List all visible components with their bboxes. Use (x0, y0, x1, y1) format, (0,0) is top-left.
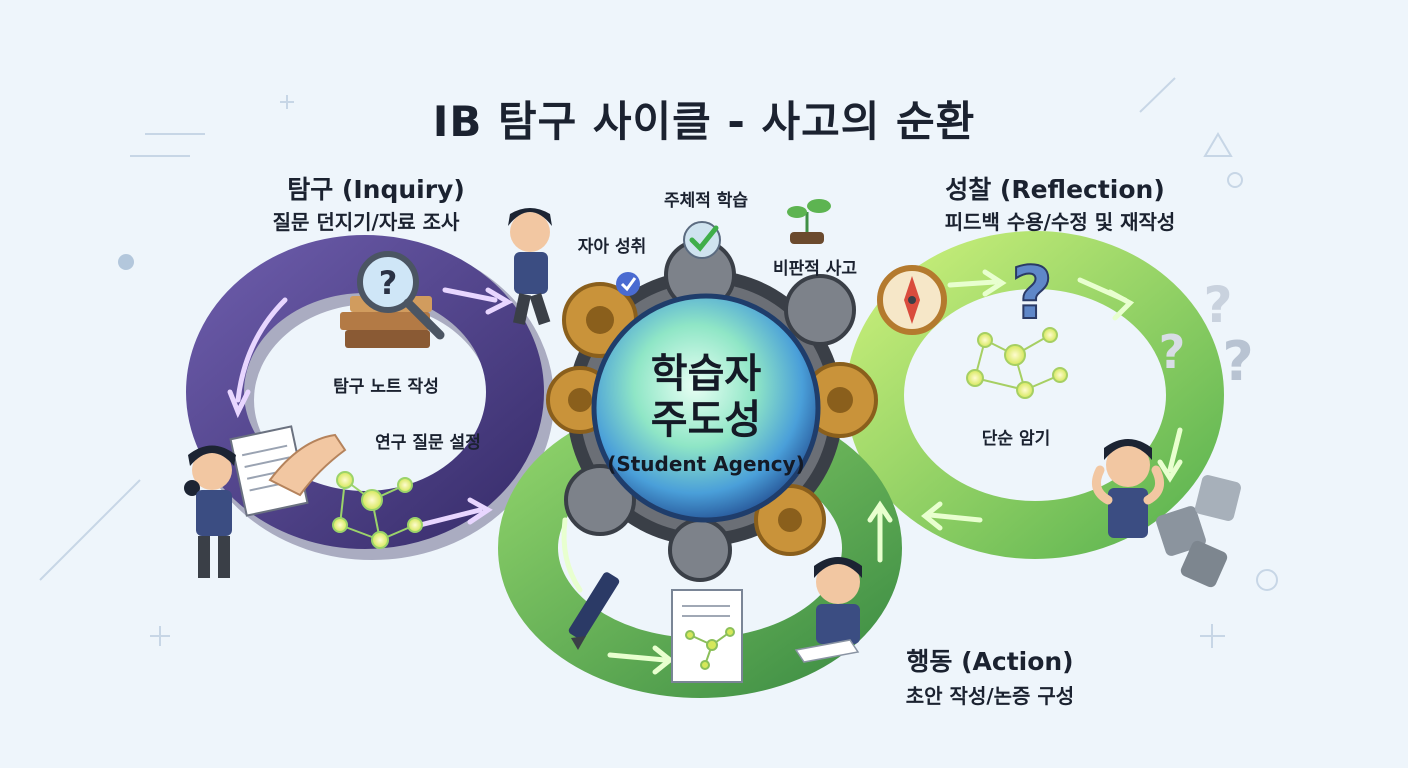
document-icon (671, 589, 743, 683)
rote-memorization-label: 단순 암기 (981, 429, 1051, 449)
svg-text:?: ? (1159, 325, 1186, 379)
hand-icon (268, 433, 347, 497)
hub-english-label: (Student Agency) (607, 452, 805, 476)
student-figure-icon (508, 208, 552, 326)
action-desc: 초안 작성/논증 구성 (905, 684, 1075, 708)
hub-title-line2: 주도성 (650, 397, 762, 443)
svg-text:?: ? (1222, 330, 1253, 393)
self-directed-learning-label: 주체적 학습 (663, 191, 749, 211)
svg-text:?: ? (1203, 276, 1232, 334)
flow-arrows-green (561, 269, 1183, 675)
hub-title-line1: 학습자 (650, 351, 762, 397)
pen-icon (568, 572, 620, 650)
decor-dot (118, 254, 134, 270)
check-badge-icon (616, 272, 640, 296)
inquiry-label: 탐구 (Inquiry) (287, 175, 465, 204)
document-icon (229, 425, 309, 517)
svg-text:?: ? (1011, 251, 1053, 335)
research-question-label: 연구 질문 설정 (375, 433, 481, 453)
magnifier-question-icon: ? (357, 251, 445, 340)
flow-arrows (227, 287, 514, 528)
reflection-desc: 피드백 수용/수정 및 재작성 (944, 210, 1176, 234)
network-icon (332, 471, 423, 549)
svg-text:?: ? (379, 264, 398, 302)
student-figure-icon (1091, 439, 1165, 538)
compass-icon (877, 265, 947, 335)
student-figure-icon (794, 557, 862, 663)
reflection-label: 성찰 (Reflection) (945, 175, 1165, 204)
check-shield-icon (683, 221, 721, 259)
inquiry-notes-label: 탐구 노트 작성 (333, 377, 439, 397)
network-icon (966, 327, 1068, 399)
puzzle-icon (1156, 475, 1241, 588)
background-decor (39, 77, 1278, 648)
self-achievement-label: 자아 성취 (577, 237, 647, 257)
inquiry-desc: 질문 던지기/자료 조사 (272, 210, 460, 234)
hub-orb (591, 293, 821, 523)
sprout-icon (787, 199, 831, 244)
action-label: 행동 (Action) (906, 647, 1074, 676)
page-title: IB 탐구 사이클 - 사고의 순환 (432, 97, 976, 146)
question-mark-icon: ? ? ? ? (1010, 250, 1254, 393)
student-figure-icon (184, 445, 236, 578)
critical-thinking-label: 비판적 사고 (772, 259, 858, 279)
